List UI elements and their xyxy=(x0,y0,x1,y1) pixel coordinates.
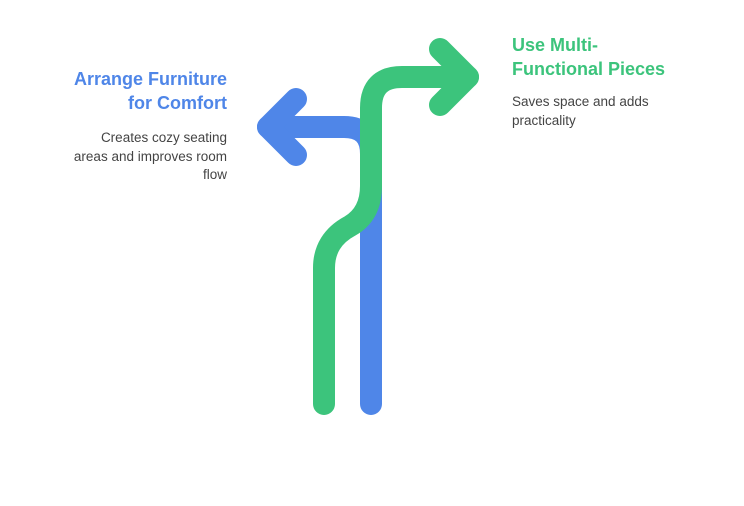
right-path-arrow xyxy=(313,38,479,415)
arrow-right-icon xyxy=(429,38,479,116)
arrow-left-icon xyxy=(257,88,307,166)
right-path-stem xyxy=(313,66,479,415)
right-option-description: Saves space and adds practicality xyxy=(512,94,649,128)
left-option-title: Arrange Furniture for Comfort xyxy=(73,69,227,113)
right-option-title: Use Multi- Functional Pieces xyxy=(512,35,666,79)
left-option: Arrange Furniture for Comfort Creates co… xyxy=(40,67,227,185)
left-option-description: Creates cozy seating areas and improves … xyxy=(73,130,227,182)
right-option: Use Multi- Functional Pieces Saves space… xyxy=(512,33,722,130)
